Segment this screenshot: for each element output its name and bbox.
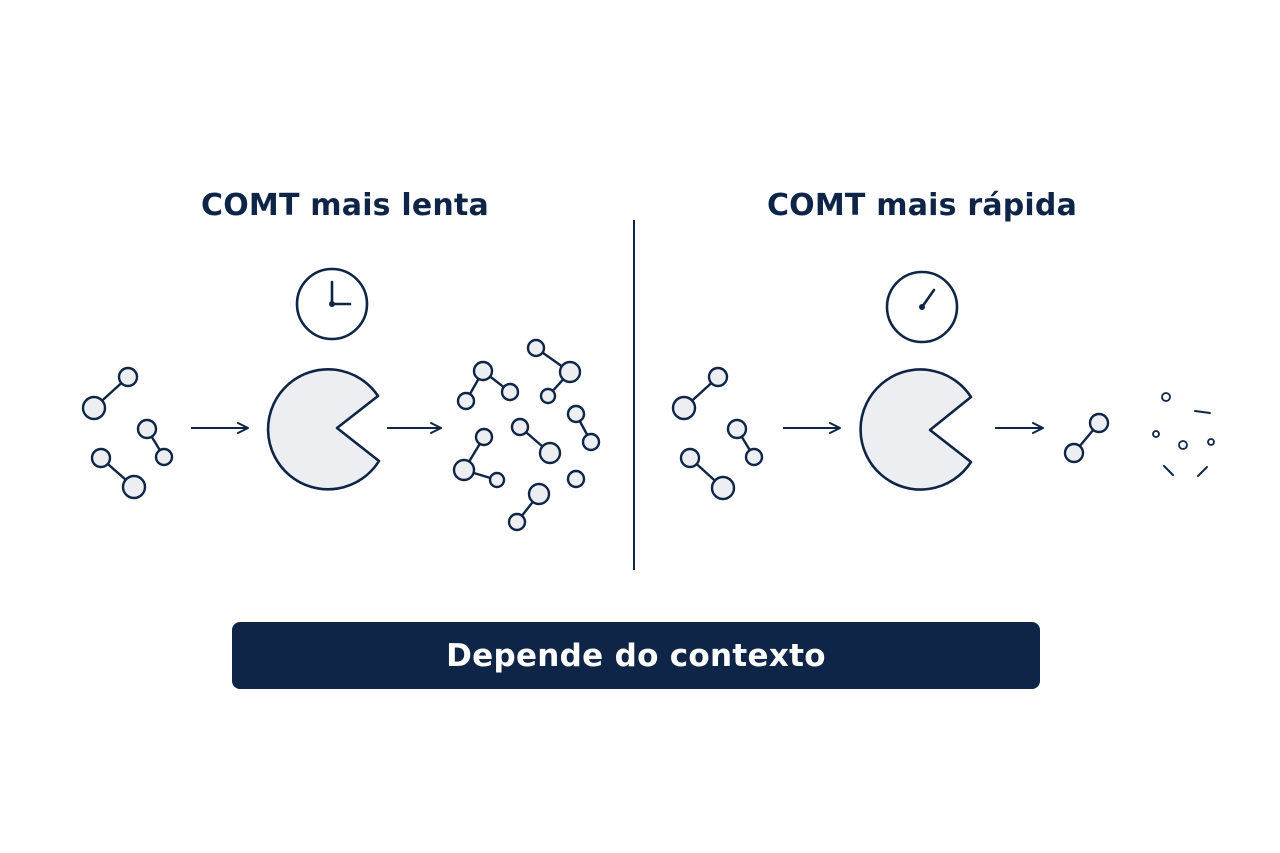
- molecule: [136, 418, 174, 467]
- fragments: [1152, 392, 1215, 477]
- molecule: [1063, 412, 1110, 464]
- right-panel-title: COMT mais rápida: [766, 188, 1078, 223]
- left-panel: [81, 267, 601, 532]
- clock-icon: [885, 270, 959, 344]
- molecule: [90, 447, 147, 500]
- molecule: [510, 417, 562, 465]
- molecule: [726, 418, 764, 467]
- output-molecules-left: [452, 338, 601, 532]
- molecule: [507, 482, 551, 532]
- input-molecules-left: [81, 366, 174, 500]
- molecule: [671, 366, 729, 421]
- molecule: [566, 404, 601, 452]
- input-molecules-right: [671, 366, 764, 501]
- molecule: [452, 427, 506, 489]
- pacman-enzyme-icon: [266, 367, 381, 491]
- conclusion-banner: Depende do contexto: [232, 622, 1040, 689]
- output-molecules-right: [1063, 412, 1110, 464]
- molecule: [81, 366, 139, 421]
- molecule: [566, 469, 586, 489]
- clock-icon: [295, 267, 369, 341]
- right-panel: [671, 270, 1215, 501]
- left-panel-title: COMT mais lenta: [201, 188, 489, 223]
- molecule: [679, 447, 736, 501]
- conclusion-text: Depende do contexto: [446, 637, 826, 674]
- molecule: [526, 338, 582, 405]
- molecule: [456, 360, 520, 411]
- pacman-enzyme-icon: [859, 368, 973, 491]
